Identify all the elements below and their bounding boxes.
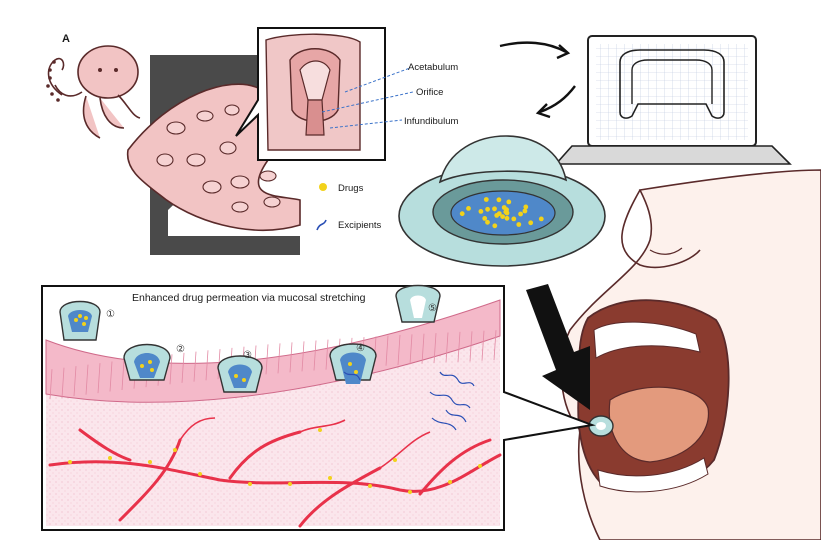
legend: Drugs Excipients — [316, 183, 382, 231]
cell-boundary — [433, 333, 437, 364]
drug-dot — [504, 215, 510, 221]
cell-boundary — [277, 343, 281, 374]
patch-icon — [398, 135, 606, 267]
drug-dot — [496, 211, 502, 217]
drug-dot — [482, 216, 488, 221]
cell-boundary — [181, 352, 185, 383]
step-3-number: ③ — [243, 350, 252, 361]
drug-dot — [288, 482, 292, 486]
drug-dot — [148, 460, 152, 464]
drug-dot — [496, 197, 502, 203]
sucker-cross-section — [235, 27, 414, 161]
drug-dot — [528, 220, 534, 226]
cell-boundary — [445, 332, 449, 363]
drug-dot — [523, 204, 529, 210]
cell-boundary — [409, 334, 413, 365]
cell-boundary — [313, 340, 317, 371]
cell-boundary — [397, 334, 401, 366]
step-5-sucker — [395, 284, 441, 323]
drug-dot — [503, 209, 509, 215]
drug-dot — [459, 211, 465, 217]
drug-dot — [500, 214, 505, 220]
cell-boundary — [493, 330, 497, 361]
drug-dot — [516, 222, 522, 227]
label-orifice: Orifice — [416, 87, 443, 98]
cell-boundary — [169, 354, 173, 385]
cell-boundary — [457, 331, 461, 362]
drug-dot — [483, 197, 489, 202]
cell-boundary — [49, 369, 53, 400]
cell-boundary — [325, 339, 329, 370]
cell-boundary — [109, 361, 113, 392]
cell-boundary — [469, 331, 473, 362]
step-1-sucker — [59, 300, 101, 341]
cell-boundary — [205, 350, 209, 381]
cell-boundary — [421, 333, 425, 364]
cell-boundary — [385, 335, 389, 366]
drug-dot — [492, 206, 497, 212]
drug-dot — [248, 482, 252, 486]
step-2-sucker — [123, 343, 171, 381]
drug-dot — [368, 484, 372, 488]
cell-boundary — [481, 330, 485, 361]
drug-dot — [506, 199, 512, 205]
step-4-number: ④ — [356, 343, 365, 354]
step-3-sucker — [217, 355, 263, 393]
drug-dot — [485, 206, 490, 212]
drug-dot — [448, 480, 452, 484]
drug-dot — [485, 219, 490, 225]
drug-dot — [408, 490, 412, 494]
permeation-title: Enhanced drug permeation via mucosal str… — [132, 292, 366, 304]
drug-dot — [108, 456, 112, 460]
cell-boundary — [121, 359, 125, 391]
drug-dot — [518, 211, 523, 217]
cell-boundary — [97, 363, 101, 394]
mucosa-panel — [41, 284, 596, 531]
cell-boundary — [289, 342, 293, 373]
drug-dot — [328, 476, 332, 480]
legend-excipients: Excipients — [338, 220, 382, 231]
drug-dot — [492, 223, 498, 229]
drug-dot — [393, 458, 397, 462]
label-acetabulum: Acetabulum — [408, 62, 458, 73]
cell-boundary — [193, 351, 197, 382]
legend-drugs: Drugs — [338, 183, 364, 194]
cell-boundary — [85, 364, 89, 395]
arrow-icon — [526, 284, 590, 410]
face-illustration — [560, 169, 821, 540]
drug-dot — [68, 460, 72, 464]
drug-dot — [522, 208, 528, 214]
drug-dot — [466, 206, 471, 211]
step-5-number: ⑤ — [428, 303, 437, 314]
cell-boundary — [265, 344, 269, 375]
panel-label: A — [62, 33, 70, 45]
step-2-number: ② — [176, 344, 185, 355]
drug-dot — [173, 448, 177, 452]
drug-dot — [318, 428, 322, 432]
drug-dot — [538, 216, 544, 222]
label-infundibulum: Infundibulum — [404, 116, 458, 127]
drug-dot — [511, 216, 517, 222]
excipient-line-icon — [316, 219, 327, 231]
cell-boundary — [301, 341, 305, 372]
drug-dot — [478, 209, 484, 214]
arrow-icon — [499, 41, 576, 119]
step-4-sucker — [329, 343, 377, 384]
drug-dot — [478, 464, 482, 468]
cell-boundary — [73, 366, 77, 397]
step-1-number: ① — [106, 309, 115, 320]
drug-dot-icon — [319, 183, 327, 191]
cell-boundary — [61, 367, 65, 398]
laptop-icon — [554, 35, 792, 165]
drug-dot — [198, 472, 202, 476]
